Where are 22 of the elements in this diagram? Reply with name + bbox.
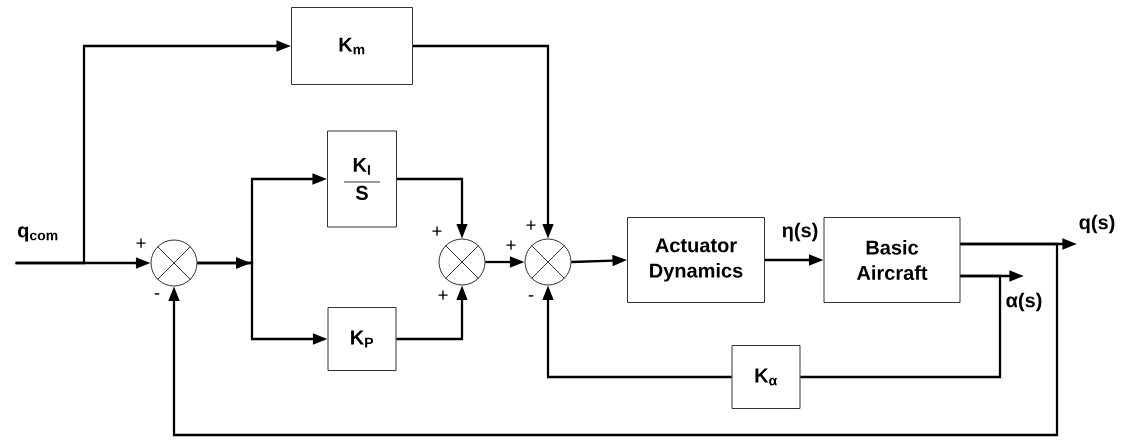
- block-box: K$_{I}$ S: [327, 130, 397, 228]
- summing-junction: [438, 238, 486, 286]
- sign-label: +: [506, 240, 516, 250]
- block-box: Basic Aircraft: [823, 217, 961, 303]
- summing-junction: [150, 239, 198, 287]
- sign-label: -: [154, 293, 160, 295]
- sign-label: +: [136, 238, 146, 248]
- block-box: K$_{P}$: [327, 307, 397, 371]
- block-box: Actuator Dynamics: [627, 217, 765, 303]
- signal-label: q(s): [1079, 214, 1115, 234]
- connector-line: [800, 274, 1002, 379]
- summing-junction: [524, 238, 572, 286]
- sign-label: +: [432, 226, 442, 236]
- sign-label: -: [528, 295, 534, 297]
- block-box: K$_{m}$: [291, 7, 413, 85]
- signal-label: q$_{com}$: [18, 226, 58, 242]
- sign-label: +: [526, 220, 536, 230]
- block-box: K$_{α}$: [731, 345, 801, 409]
- signal-label: α(s): [1006, 292, 1042, 312]
- sign-label: +: [438, 290, 448, 300]
- edge-label: η(s): [780, 221, 820, 243]
- arrow: [168, 242, 1059, 437]
